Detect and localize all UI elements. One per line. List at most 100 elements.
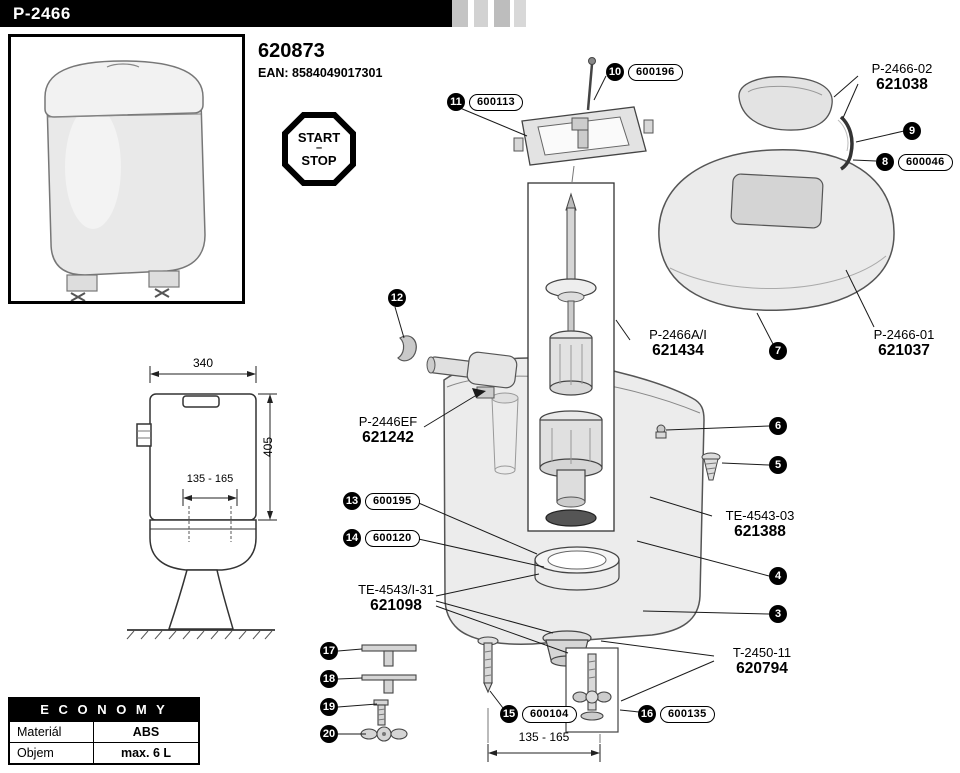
callout-number: 5 <box>769 456 787 474</box>
part-code: 621037 <box>878 342 930 359</box>
screw-5 <box>701 452 721 481</box>
part-label-621388: TE-4543-03 621388 <box>712 508 808 541</box>
header-stripe <box>474 0 488 27</box>
dim-405: 405 <box>261 436 275 458</box>
table-cell-value: ABS <box>132 725 160 739</box>
part-name: TE-4543/I-31 <box>358 582 434 597</box>
bottom-dimension <box>487 708 601 762</box>
callout-6: 6 <box>769 417 787 435</box>
part-label-621242: P-2446EF 621242 <box>342 414 434 447</box>
callout-11: 11 600113 <box>447 93 523 111</box>
part-code-box: 600113 <box>469 93 523 111</box>
part-code-box: 600135 <box>660 705 715 723</box>
callout-number: 14 <box>343 529 361 547</box>
part-label-621037: P-2466-01 621037 <box>858 327 950 360</box>
page-title: P-2466 <box>13 3 71 23</box>
header-bar: P-2466 <box>0 0 452 27</box>
badge-start-label: START <box>297 129 341 145</box>
callout-number: 13 <box>343 492 361 510</box>
product-image <box>44 60 206 301</box>
callout-number: 4 <box>769 567 787 585</box>
part-label-621038: P-2466-02 621038 <box>856 61 948 94</box>
callout-19: 19 <box>320 698 338 716</box>
table-row: Objem max. 6 L <box>10 742 198 763</box>
flush-valve-assembly <box>527 182 615 532</box>
callout-16: 16 600135 <box>638 705 715 723</box>
callout-number: 10 <box>606 63 624 81</box>
octagon-icon <box>282 112 356 186</box>
callout-18: 18 <box>320 670 338 688</box>
side-part-12 <box>397 335 417 362</box>
header-stripe <box>514 0 526 27</box>
callout-3: 3 <box>769 605 787 623</box>
part-name: P-2466-01 <box>873 327 935 342</box>
badge-stop-label: STOP <box>301 152 337 168</box>
product-image-box <box>8 34 245 304</box>
cistern-lid <box>658 149 895 311</box>
part-code: 621434 <box>652 342 704 359</box>
callout-20: 20 <box>320 725 338 743</box>
callout-5: 5 <box>769 456 787 474</box>
callout-number: 3 <box>769 605 787 623</box>
callout-number: 15 <box>500 705 518 723</box>
callout-15: 15 600104 <box>500 705 577 723</box>
elbow-6 <box>655 424 667 439</box>
table-cell-label: Objem <box>10 743 94 763</box>
callout-10: 10 600196 <box>606 63 683 81</box>
part-code-box: 600196 <box>628 63 683 81</box>
header-stripe <box>494 0 510 27</box>
callout-12: 12 <box>388 289 406 307</box>
part-code: 621388 <box>734 523 786 540</box>
callout-8: 8 600046 <box>876 153 953 171</box>
callout-number: 11 <box>447 93 465 111</box>
callout-4: 4 <box>769 567 787 585</box>
callout-number: 20 <box>320 725 338 743</box>
callout-number: 6 <box>769 417 787 435</box>
callout-number: 7 <box>769 342 787 360</box>
wingnut-20 <box>360 726 408 742</box>
start-stop-badge: START – STOP <box>282 112 356 186</box>
part-name: P-2466A/I <box>649 327 707 342</box>
inlet-valve <box>426 351 518 399</box>
screw-15 <box>477 636 499 694</box>
callout-number: 19 <box>320 698 338 716</box>
callout-7: 7 <box>769 342 787 360</box>
clip <box>837 115 854 171</box>
part-name: T-2450-11 <box>732 645 792 660</box>
part-code-box: 600046 <box>898 153 953 171</box>
push-plate-assembly <box>513 57 654 183</box>
part-code: 621038 <box>876 76 928 93</box>
part-label-620794: T-2450-11 620794 <box>714 645 810 678</box>
part-name: P-2466-02 <box>871 61 933 76</box>
part-name: TE-4543-03 <box>725 508 795 523</box>
bracket-18 <box>361 674 417 694</box>
dim-135-165: 135 - 165 <box>186 473 234 485</box>
part-name: P-2446EF <box>358 414 418 429</box>
callout-number: 8 <box>876 153 894 171</box>
seat-ring <box>534 546 620 591</box>
part-label-621434: P-2466A/I 621434 <box>632 327 724 360</box>
callout-number: 12 <box>388 289 406 307</box>
economy-table-header: E C O N O M Y <box>10 699 198 721</box>
dim-bottom-135-165: 135 - 165 <box>518 730 570 744</box>
screw-19 <box>373 699 389 726</box>
callout-number: 17 <box>320 642 338 660</box>
economy-table: E C O N O M Y Materiál ABS Objem max. 6 … <box>8 697 200 765</box>
header-stripe <box>452 0 468 27</box>
badge-dash: – <box>315 142 323 155</box>
callout-number: 16 <box>638 705 656 723</box>
callout-14: 14 600120 <box>343 529 420 547</box>
callout-13: 13 600195 <box>343 492 420 510</box>
part-code-box: 600104 <box>522 705 577 723</box>
dim-340: 340 <box>192 356 214 370</box>
callout-9: 9 <box>903 122 921 140</box>
table-cell-label: Materiál <box>10 722 94 742</box>
bracket-17 <box>361 644 417 667</box>
callout-17: 17 <box>320 642 338 660</box>
callout-number: 9 <box>903 122 921 140</box>
leader-lines <box>337 75 905 735</box>
product-ean: EAN: 8584049017301 <box>258 66 383 80</box>
button-cover <box>738 76 833 131</box>
part-code: 621242 <box>362 429 414 446</box>
